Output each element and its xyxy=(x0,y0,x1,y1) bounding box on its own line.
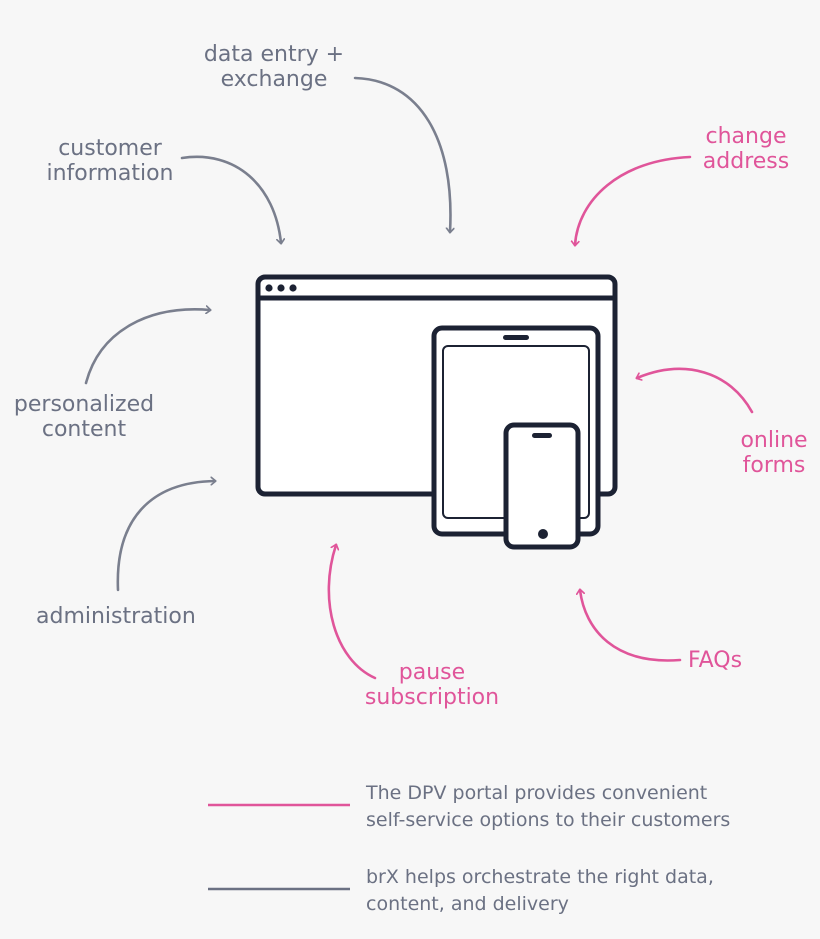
arrow-online-forms xyxy=(637,367,754,414)
arrow-faqs xyxy=(580,590,682,662)
arrow-change-address xyxy=(575,155,692,245)
arrow-personalized-content xyxy=(84,309,210,385)
arrow-data-entry xyxy=(353,76,450,232)
label-administration: administration xyxy=(36,604,196,629)
label-pause-subscription: pause subscription xyxy=(364,660,500,710)
arrow-pause-subscription xyxy=(327,545,377,680)
label-customer-information: customer information xyxy=(46,136,174,186)
arrow-customer-information xyxy=(180,155,281,243)
arrow-administration xyxy=(116,481,215,592)
phone-icon xyxy=(503,422,581,550)
label-change-address: change address xyxy=(702,124,790,174)
label-online-forms: online forms xyxy=(740,428,808,478)
label-data-entry-exchange: data entry + exchange xyxy=(203,42,345,92)
label-faqs: FAQs xyxy=(688,648,743,673)
legend-text-dpv-portal: The DPV portal provides convenient self-… xyxy=(366,782,731,831)
legend-text-brx: brX helps orchestrate the right data, co… xyxy=(366,866,714,915)
label-personalized-content: personalized content xyxy=(13,392,155,442)
